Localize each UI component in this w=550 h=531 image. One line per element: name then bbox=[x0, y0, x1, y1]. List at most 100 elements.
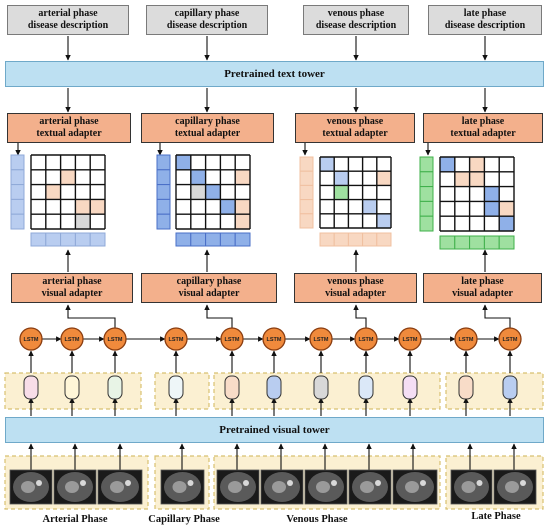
phase-label-arterial: Arterial Phase bbox=[42, 514, 108, 525]
matrix-cell bbox=[334, 171, 349, 186]
optic-disc bbox=[287, 480, 293, 486]
lstm-cell bbox=[309, 327, 333, 351]
description-line1: arterial phase bbox=[38, 8, 98, 19]
text-embedding-cell bbox=[10, 198, 25, 215]
visual-token bbox=[458, 375, 474, 400]
matrix-cell bbox=[90, 199, 105, 215]
visual-embedding-cell bbox=[89, 232, 106, 247]
description-line1: venous phase bbox=[327, 8, 385, 19]
visual-embedding-cell bbox=[362, 232, 378, 247]
visual-tower-label: Pretrained visual tower bbox=[219, 424, 330, 436]
textual-adapter-line1: capillary phase bbox=[175, 116, 240, 127]
text-tower-label: Pretrained text tower bbox=[224, 68, 325, 80]
lstm-cell bbox=[498, 327, 522, 351]
visual-embedding-cell bbox=[219, 232, 236, 247]
visual-embedding-cell bbox=[498, 235, 515, 250]
visual-adapter-line1: arterial phase bbox=[42, 276, 102, 287]
textual-adapter-line1: arterial phase bbox=[39, 116, 99, 127]
phase-label-late: Late Phase bbox=[471, 511, 521, 522]
matrix-cell bbox=[176, 155, 191, 170]
visual-embedding-cell bbox=[205, 232, 221, 247]
lstm-label: LSTM bbox=[459, 337, 474, 343]
text-embedding-cell bbox=[10, 154, 25, 171]
text-embedding-cell bbox=[156, 213, 171, 230]
matrix-cell bbox=[484, 186, 500, 202]
matrix-cell bbox=[190, 169, 206, 185]
text-embedding-cell bbox=[156, 154, 171, 171]
matrix-cell bbox=[348, 185, 363, 200]
optic-disc bbox=[243, 480, 249, 486]
fundus-highlight bbox=[110, 481, 124, 493]
text-embedding-cell bbox=[299, 213, 314, 229]
lstm-cell bbox=[398, 327, 422, 351]
optic-disc bbox=[125, 480, 131, 486]
optic-disc bbox=[420, 480, 426, 486]
lstm-cell bbox=[354, 327, 378, 351]
visual-adapter-line1: capillary phase bbox=[176, 276, 242, 287]
text-embedding-cell bbox=[299, 184, 314, 201]
visual-embedding-cell bbox=[190, 232, 207, 247]
optic-disc bbox=[80, 480, 86, 486]
lstm-cell bbox=[262, 327, 286, 351]
text-embedding-cell bbox=[419, 171, 434, 188]
text-embedding-cell bbox=[419, 200, 434, 217]
optic-disc bbox=[375, 480, 381, 486]
lstm-label: LSTM bbox=[359, 337, 374, 343]
visual-embedding-cell bbox=[483, 235, 500, 250]
visual-tower: Pretrained visual tower bbox=[5, 417, 544, 443]
fundus-highlight bbox=[65, 481, 79, 493]
visual-embedding-cell bbox=[234, 232, 251, 247]
lstm-cell bbox=[19, 327, 43, 351]
lstm-label: LSTM bbox=[267, 337, 282, 343]
description-line2: disease description bbox=[27, 20, 109, 31]
matrix-cell bbox=[440, 157, 455, 172]
matrix-cell bbox=[60, 169, 76, 185]
visual-embedding-cell bbox=[45, 232, 62, 247]
matrix-cell bbox=[235, 214, 250, 229]
optic-disc bbox=[36, 480, 42, 486]
lstm-label: LSTM bbox=[108, 337, 123, 343]
lstm-cell bbox=[164, 327, 188, 351]
text-embedding-cell bbox=[299, 199, 314, 215]
optic-disc bbox=[476, 480, 483, 486]
optic-disc bbox=[520, 480, 526, 486]
fundus-highlight bbox=[316, 481, 330, 493]
fundus-highlight bbox=[21, 481, 35, 493]
matrix-cell bbox=[454, 171, 470, 187]
fundus-highlight bbox=[505, 481, 519, 493]
text-embedding-cell bbox=[299, 156, 314, 172]
matrix-cell bbox=[469, 171, 485, 187]
adapter-connector bbox=[65, 304, 116, 328]
text-embedding-cell bbox=[10, 184, 25, 200]
fundus-highlight bbox=[360, 481, 374, 493]
matrix-cell bbox=[484, 201, 500, 217]
visual-embedding-cell bbox=[319, 232, 335, 247]
visual-embedding-cell bbox=[469, 235, 485, 250]
visual-adapter-line1: late phase bbox=[461, 276, 504, 287]
textual-adapter-line1: late phase bbox=[461, 116, 505, 127]
visual-embedding-cell bbox=[333, 232, 349, 247]
matrix-cell bbox=[235, 199, 250, 215]
visual-adapter-line2: visual adapter bbox=[452, 288, 513, 299]
textual-adapter-line2: textual adapter bbox=[450, 128, 516, 139]
fundus-highlight bbox=[405, 481, 419, 493]
similarity-matrix-venous bbox=[299, 156, 392, 247]
description-line1: capillary phase bbox=[174, 8, 240, 19]
text-embedding-cell bbox=[299, 170, 314, 186]
matrix-cell bbox=[220, 199, 236, 215]
visual-token bbox=[107, 375, 123, 400]
text-embedding-cell bbox=[419, 156, 434, 173]
textual-adapter-line2: textual adapter bbox=[174, 128, 241, 139]
visual-token bbox=[402, 375, 418, 400]
matrix-cell bbox=[334, 185, 349, 200]
textual-adapter-line1: venous phase bbox=[326, 116, 384, 127]
similarity-matrix-arterial bbox=[10, 154, 106, 247]
lstm-label: LSTM bbox=[65, 337, 80, 343]
visual-adapter-line2: visual adapter bbox=[325, 288, 386, 299]
optic-disc bbox=[331, 480, 337, 486]
